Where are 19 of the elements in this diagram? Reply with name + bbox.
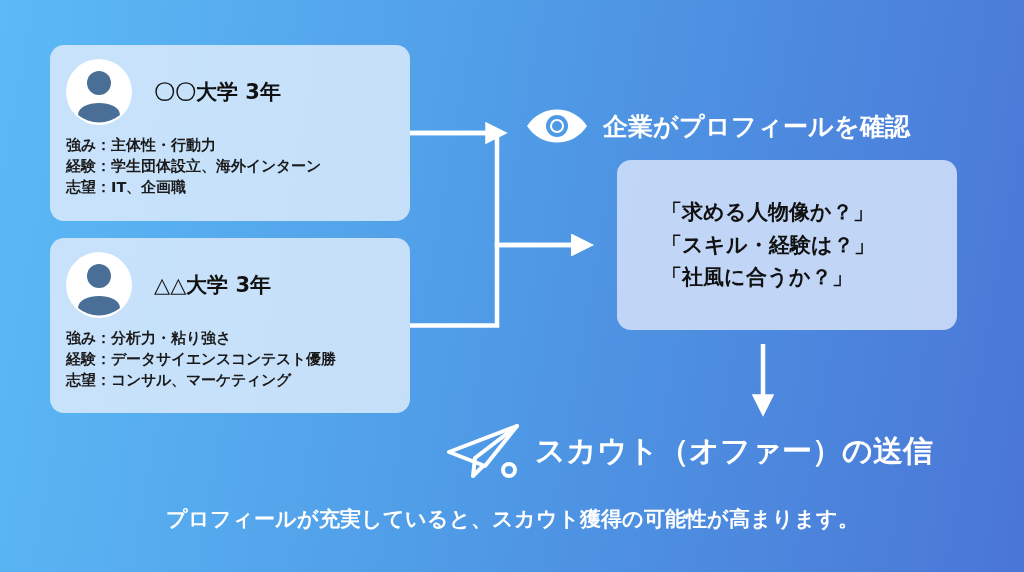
question-box [617,160,957,330]
step-label: 企業がプロフィールを確認 [603,110,910,143]
profile-line: 志望：IT、企画職 [66,178,188,198]
question-text: 「社風に合うか？」 [661,264,854,292]
question-text: 「スキル・経験は？」 [661,231,876,259]
profile-card [50,238,410,413]
profile-line: 強み：主体性・行動力 [66,136,217,155]
profile-line: 経験：学生団体設立、海外インターン [66,157,322,176]
arrow [410,233,594,328]
step-label: スカウト（オファー）の送信 [535,431,933,470]
arrow [751,344,775,417]
profile-line: 経験：データサイエンスコンテスト優勝 [66,350,337,369]
university-name: △△大学 3年 [154,272,272,299]
profile-line: 強み：分析力・粘り強さ [66,329,232,348]
university-name: 〇〇大学 3年 [154,79,281,106]
question-text: 「求める人物像か？」 [661,199,875,227]
caption: プロフィールが充実していると、スカウト獲得の可能性が高まります。 [164,506,860,533]
profile-card [50,45,410,221]
profile-line: 志望：コンサル、マーケティング [66,371,293,391]
